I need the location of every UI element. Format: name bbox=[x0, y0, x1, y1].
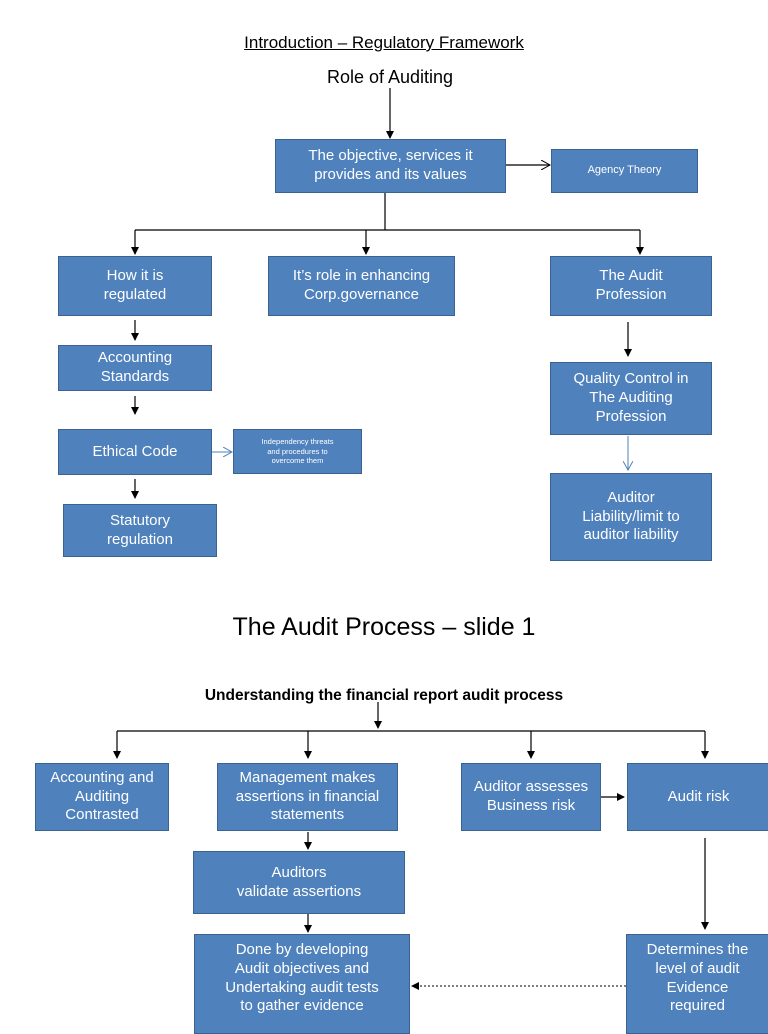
independency-label: Independency threats and procedures to o… bbox=[261, 437, 334, 466]
contrasted-box: Accounting and Auditing Contrasted bbox=[35, 763, 169, 831]
accounting-standards-box: Accounting Standards bbox=[58, 345, 212, 391]
contrasted-label: Accounting and Auditing Contrasted bbox=[50, 768, 154, 824]
objective-label: The objective, services it provides and … bbox=[308, 147, 473, 183]
slide1-subtitle: Role of Auditing bbox=[326, 67, 454, 87]
quality-control-label: Quality Control in The Auditing Professi… bbox=[573, 370, 689, 425]
profession-box: The Audit Profession bbox=[550, 256, 712, 316]
validate-box: Auditors validate assertions bbox=[193, 851, 405, 914]
statutory-box: Statutory regulation bbox=[63, 504, 217, 557]
ethical-code-label: Ethical Code bbox=[92, 442, 178, 460]
accounting-standards-label: Accounting Standards bbox=[97, 349, 173, 385]
statutory-label: Statutory regulation bbox=[107, 511, 173, 548]
agency-theory-box: Agency Theory bbox=[551, 149, 698, 193]
determines-box: Determines the level of audit Evidence r… bbox=[626, 934, 768, 1034]
regulated-label: How it is regulated bbox=[103, 267, 167, 303]
management-box: Management makes assertions in financial… bbox=[217, 763, 398, 831]
developing-box: Done by developing Audit objectives and … bbox=[194, 934, 410, 1034]
management-label: Management makes assertions in financial… bbox=[235, 768, 380, 824]
slide1-title: Introduction – Regulatory Framework bbox=[244, 33, 524, 52]
corpgov-label: It’s role in enhancing Corp.governance bbox=[292, 267, 431, 303]
business-risk-box: Auditor assesses Business risk bbox=[461, 763, 601, 831]
profession-label: The Audit Profession bbox=[595, 267, 667, 303]
developing-label: Done by developing Audit objectives and … bbox=[225, 941, 379, 1015]
liability-label: Auditor Liability/limit to auditor liabi… bbox=[582, 488, 680, 544]
regulated-box: How it is regulated bbox=[58, 256, 212, 316]
agency-theory-label: Agency Theory bbox=[587, 164, 662, 177]
independency-box: Independency threats and procedures to o… bbox=[233, 429, 362, 474]
validate-label: Auditors validate assertions bbox=[236, 863, 362, 900]
objective-box: The objective, services it provides and … bbox=[275, 139, 506, 193]
slide2-title: The Audit Process – slide 1 bbox=[232, 613, 536, 641]
audit-risk-label: Audit risk bbox=[667, 787, 730, 805]
determines-label: Determines the level of audit Evidence r… bbox=[646, 941, 749, 1015]
ethical-code-box: Ethical Code bbox=[58, 429, 212, 475]
corpgov-box: It’s role in enhancing Corp.governance bbox=[268, 256, 455, 316]
liability-box: Auditor Liability/limit to auditor liabi… bbox=[550, 473, 712, 561]
slide2-subtitle: Understanding the financial report audit… bbox=[204, 687, 564, 704]
audit-risk-box: Audit risk bbox=[627, 763, 768, 831]
business-risk-label: Auditor assesses Business risk bbox=[473, 778, 589, 814]
quality-control-box: Quality Control in The Auditing Professi… bbox=[550, 362, 712, 435]
